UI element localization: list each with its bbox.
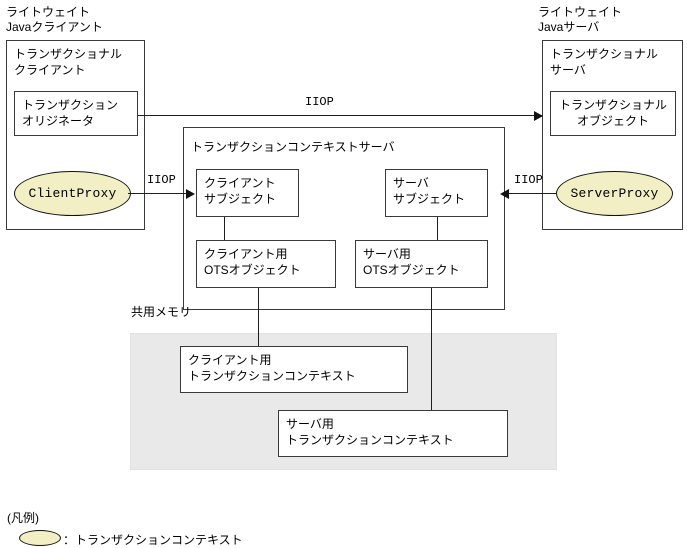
server-transaction-context-box: サーバ用 トランザクションコンテキスト [278, 410, 508, 457]
server-ots-object-box: サーバ用 OTSオブジェクト [355, 240, 488, 288]
client-proxy-label: ClientProxy [28, 186, 117, 201]
client-proxy-ellipse: ClientProxy [14, 171, 131, 216]
connector-server-subject-to-ots [437, 217, 438, 240]
legend-context-label: ：トランザクションコンテキスト [63, 533, 243, 547]
transaction-originator-label: トランザクション オリジネータ [22, 98, 119, 128]
server-proxy-ellipse: ServerProxy [556, 171, 673, 216]
legend-context-ellipse-icon [19, 530, 61, 546]
iiop-top-label: IIOP [305, 95, 334, 109]
server-subject-label: サーバ サブジェクト [393, 176, 466, 206]
iiop-right-label: IIOP [514, 173, 543, 187]
iiop-right-arrowhead [500, 189, 509, 199]
transaction-context-server-panel: トランザクションコンテキストサーバ [183, 127, 505, 310]
server-subject-box: サーバ サブジェクト [385, 169, 488, 217]
transactional-client-panel: トランザクショナル クライアント [6, 40, 145, 230]
iiop-top-line [138, 115, 542, 116]
legend-heading: (凡例) [7, 511, 39, 525]
shared-memory-label: 共用メモリ [131, 305, 192, 319]
iiop-left-label: IIOP [147, 173, 176, 187]
transaction-originator-box: トランザクション オリジネータ [14, 91, 138, 136]
connector-client-ots-to-context [258, 288, 259, 346]
iiop-left-arrowhead [186, 189, 195, 199]
transactional-client-label: トランザクショナル クライアント [14, 47, 123, 77]
client-subject-box: クライアント サブジェクト [196, 169, 299, 217]
transactional-server-label: トランザクショナル サーバ [550, 47, 659, 77]
transactional-object-box: トランザクショナル オブジェクト [550, 91, 676, 136]
connector-client-subject-to-ots [224, 217, 225, 240]
client-ots-object-label: クライアント用 OTSオブジェクト [204, 247, 301, 277]
client-transaction-context-box: クライアント用 トランザクションコンテキスト [180, 346, 408, 393]
client-ots-object-box: クライアント用 OTSオブジェクト [196, 240, 336, 288]
client-zone-title: ライトウェイト Javaクライアント [6, 5, 103, 34]
connector-server-ots-to-context [431, 288, 432, 410]
client-transaction-context-label: クライアント用 トランザクションコンテキスト [188, 353, 356, 383]
server-ots-object-label: サーバ用 OTSオブジェクト [363, 247, 460, 277]
iiop-top-arrowhead [534, 111, 543, 121]
server-proxy-label: ServerProxy [570, 186, 659, 201]
iiop-left-line [128, 193, 188, 194]
server-zone-title: ライトウェイト Javaサーバ [538, 5, 623, 34]
iiop-right-line [509, 193, 557, 194]
client-subject-label: クライアント サブジェクト [204, 176, 277, 206]
transaction-context-server-label: トランザクションコンテキストサーバ [191, 140, 395, 154]
transactional-server-panel: トランザクショナル サーバ [542, 40, 683, 230]
transactional-object-label: トランザクショナル オブジェクト [558, 98, 667, 128]
server-transaction-context-label: サーバ用 トランザクションコンテキスト [286, 417, 454, 447]
